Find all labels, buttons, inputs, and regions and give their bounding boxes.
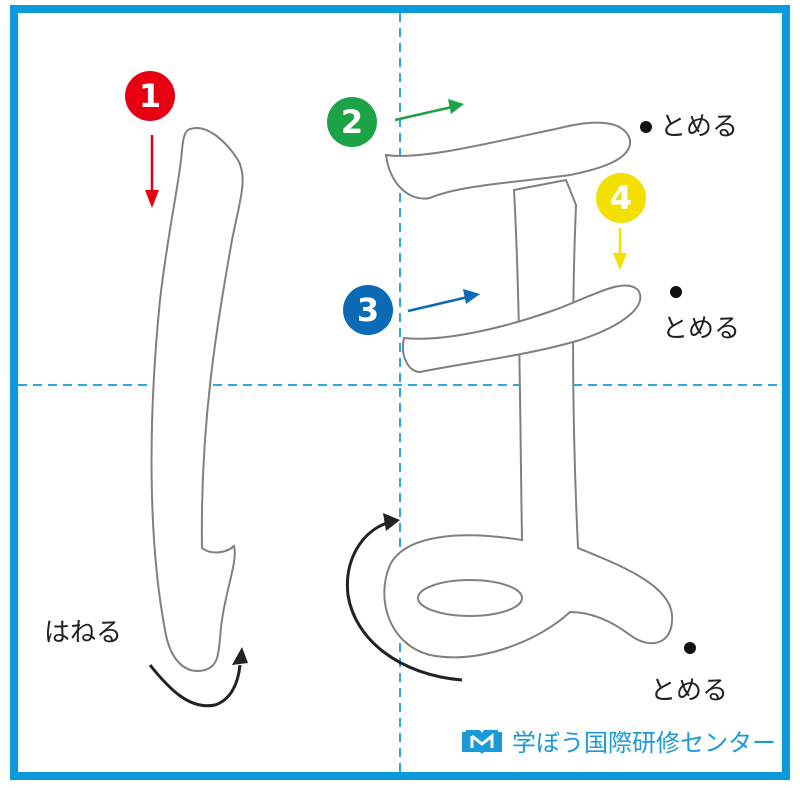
tome-label: とめる: [650, 676, 729, 706]
stroke-1-number: 1: [139, 77, 161, 115]
stroke-2-number: 2: [341, 103, 363, 141]
stroke-3-number: 3: [357, 291, 379, 329]
frame: [10, 5, 790, 780]
hane-arrow: [148, 647, 248, 708]
tome-label: とめる: [660, 112, 739, 142]
open-book-icon: [462, 729, 502, 754]
stroke-2-arrow: [394, 99, 464, 122]
logo: 学ぼう国際研修センター: [460, 723, 776, 758]
stop-dot: [684, 642, 696, 654]
stroke-1-outline: [150, 127, 244, 672]
tome-label: とめる: [662, 314, 741, 344]
hane-label: はねる: [44, 618, 123, 648]
stroke-4-outline: [383, 178, 674, 659]
loop-inner: [417, 579, 523, 617]
stroke-4-number-badge: [596, 173, 646, 223]
stroke-4-arrow: [613, 228, 627, 270]
stop-dot: [670, 286, 682, 298]
stroke-3-outline: [402, 284, 642, 374]
stroke-2-outline: [384, 121, 632, 200]
loop-arrow: [345, 513, 463, 682]
stroke-3-number-badge: [343, 285, 393, 335]
stroke-1-arrow: [145, 135, 159, 208]
logo-text: 学ぼう国際研修センター: [512, 729, 776, 757]
stop-dot: [640, 121, 652, 133]
stroke-4-number: 4: [610, 179, 632, 217]
stroke-2-number-badge: [327, 97, 377, 147]
stroke-1-number-badge: [125, 71, 175, 121]
stroke-3-arrow: [407, 289, 480, 313]
